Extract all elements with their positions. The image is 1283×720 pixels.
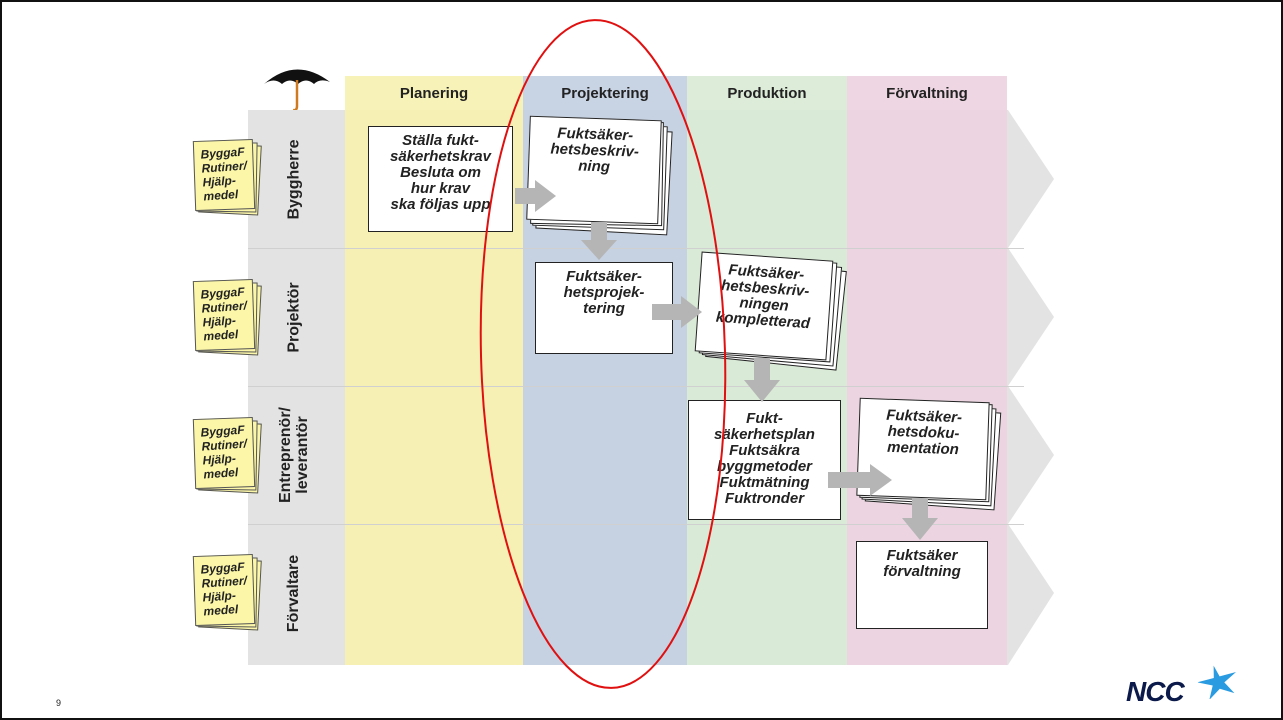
column-header-label: Förvaltning xyxy=(886,84,968,102)
arrow-right xyxy=(828,464,892,496)
row-separator xyxy=(248,248,1024,249)
arrow-right xyxy=(652,296,702,328)
column-header-planering: Planering xyxy=(345,76,523,110)
ncc-logo: NCC xyxy=(1126,676,1185,707)
page-number: 9 xyxy=(56,698,62,708)
umbrella-icon xyxy=(264,69,330,112)
column-header-label: Produktion xyxy=(727,84,807,102)
ncc-star-icon xyxy=(1198,665,1237,699)
arrow-down xyxy=(581,222,617,260)
box-fuktsakerhetsprojektering: Fuktsäker- hetsprojek- tering xyxy=(535,262,673,354)
arrow-down xyxy=(744,358,780,402)
highlight-ellipse xyxy=(479,19,727,689)
column-header-label: Projektering xyxy=(561,84,649,102)
column-header-label: Planering xyxy=(399,84,469,102)
row-separator xyxy=(248,386,1024,387)
column-header-projektering: Projektering xyxy=(523,76,687,110)
column-header-forvaltning: Förvaltning xyxy=(847,76,1007,110)
box-stalla-fuktsakerhetskrav: Ställa fukt- säkerhetskrav Besluta om hu… xyxy=(368,126,513,232)
arrow-right xyxy=(515,180,556,212)
arrow-down xyxy=(902,498,938,540)
row-separator xyxy=(248,524,1024,525)
box-fuktsaker-forvaltning: Fuktsäker förvaltning xyxy=(856,541,988,629)
column-header-produktion: Produktion xyxy=(687,76,847,110)
box-fuktsakerhetsplan: Fukt- säkerhetsplan Fuktsäkra byggmetode… xyxy=(688,400,841,520)
